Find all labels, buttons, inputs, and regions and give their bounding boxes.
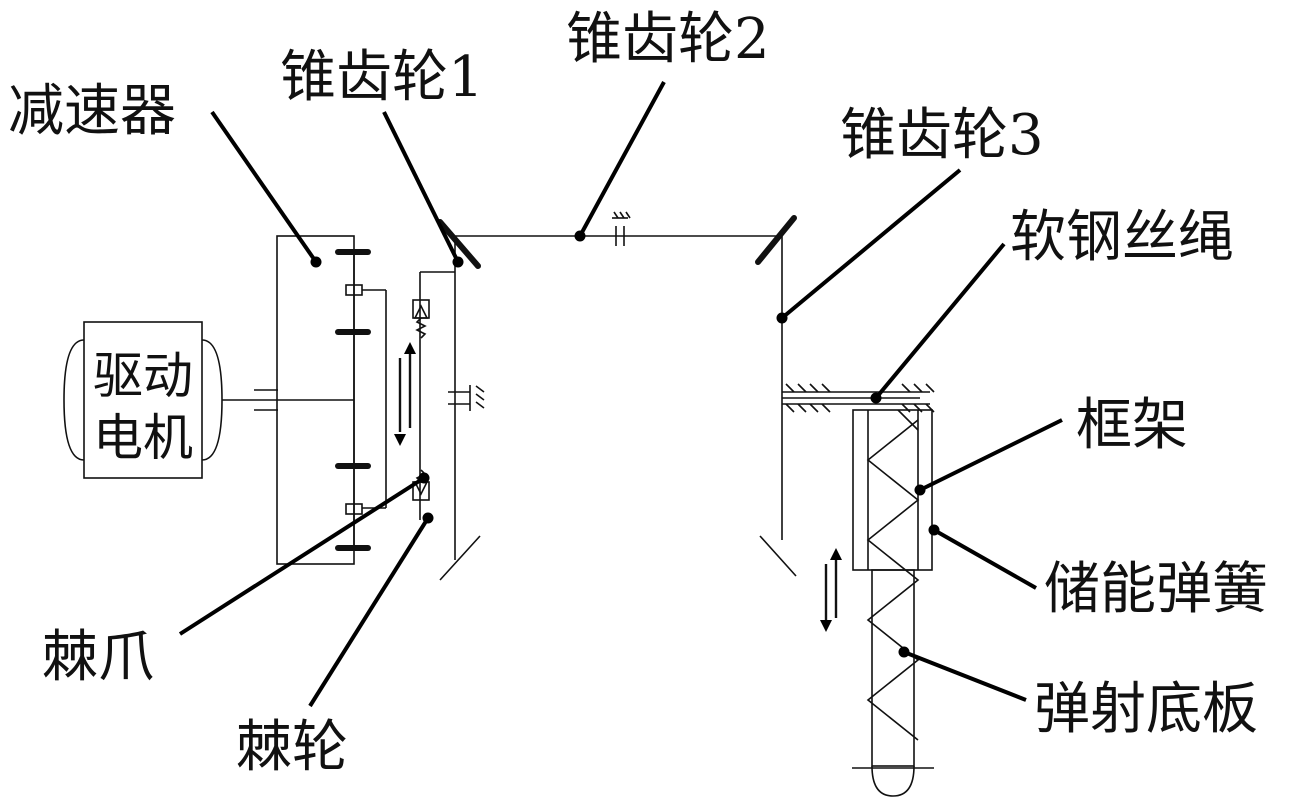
label-launch-plate: 弹射底板: [1034, 677, 1258, 742]
motor-label-line1: 驱动: [93, 347, 193, 405]
label-pawl: 棘爪: [42, 625, 154, 690]
right-vertical-shaft: [755, 215, 797, 577]
frame-launcher: [820, 409, 934, 797]
label-bevel-gear-2: 锥齿轮2: [566, 7, 770, 72]
label-frame: 框架: [1076, 393, 1188, 458]
label-ratchet: 棘轮: [236, 715, 348, 780]
label-reducer: 减速器: [8, 79, 176, 144]
wire-rope-guide: [782, 383, 935, 413]
motor-shaft: [222, 389, 354, 411]
drive-motor: 驱动 电机: [63, 321, 223, 479]
label-spring: 储能弹簧: [1044, 557, 1268, 622]
label-wire-rope: 软钢丝绳: [1010, 205, 1234, 270]
reducer-box: [276, 235, 387, 565]
label-bevel-gear-3: 锥齿轮3: [840, 103, 1044, 168]
left-vertical-shaft: [437, 219, 485, 581]
leader-lines: [178, 81, 1063, 708]
motor-label-line2: 电机: [93, 409, 193, 467]
top-horizontal-shaft: [455, 211, 782, 246]
label-bevel-gear-1: 锥齿轮1: [280, 45, 484, 110]
